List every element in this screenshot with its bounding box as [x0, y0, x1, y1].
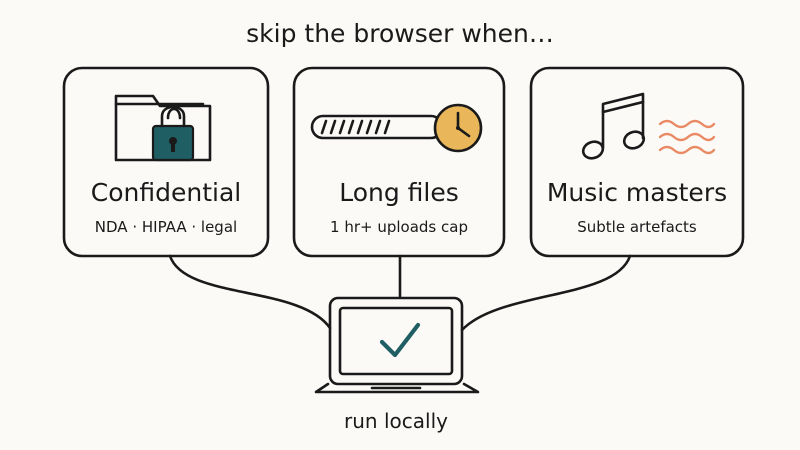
card-frame: [529, 66, 745, 258]
laptop-screen: [338, 306, 454, 376]
card-long-files: Long files 1 hr+ uploads cap: [292, 66, 506, 258]
card-title-music-masters: Music masters: [547, 178, 727, 207]
diagram-title: skip the browser when…: [246, 19, 554, 48]
card-music-masters: Music masters Subtle artefacts: [529, 66, 745, 258]
card-frame: [292, 66, 506, 258]
laptop-lid: [328, 296, 464, 386]
card-subtitle-long-files: 1 hr+ uploads cap: [330, 218, 468, 236]
laptop-caption: run locally: [344, 409, 448, 433]
card-title-long-files: Long files: [339, 178, 459, 207]
connectors: [168, 254, 632, 332]
card-subtitle-music-masters: Subtle artefacts: [577, 218, 697, 236]
laptop-check-icon: [314, 296, 480, 394]
card-title-confidential: Confidential: [91, 178, 241, 207]
music-note-icon: [581, 92, 646, 160]
locked-folder-icon: [114, 94, 212, 162]
progress-clock-icon: [310, 103, 483, 153]
sound-waves-icon: [658, 119, 716, 155]
connector-music-masters: [460, 254, 632, 332]
check-icon: [379, 322, 421, 358]
card-confidential: Confidential NDA · HIPAA · legal: [62, 66, 270, 258]
card-subtitle-confidential: NDA · HIPAA · legal: [95, 218, 237, 236]
connector-confidential: [168, 254, 332, 330]
laptop-base: [314, 382, 480, 394]
card-frame: [62, 66, 270, 258]
